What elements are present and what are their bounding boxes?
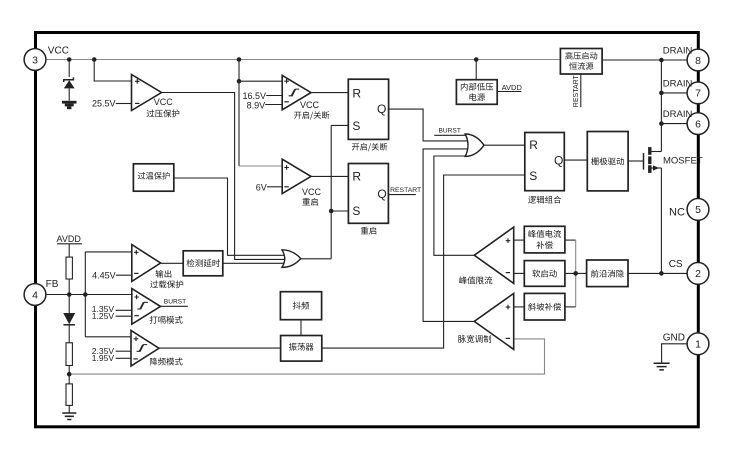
svg-text:S: S — [529, 169, 537, 183]
svg-text:6V: 6V — [256, 183, 267, 193]
svg-text:GND: GND — [663, 332, 685, 343]
svg-text:Q: Q — [554, 154, 563, 168]
svg-text:3: 3 — [32, 54, 38, 66]
svg-text:1.35V: 1.35V — [92, 304, 115, 314]
svg-text:6: 6 — [695, 118, 701, 130]
svg-text:4.45V: 4.45V — [92, 270, 116, 280]
svg-text:8.9V: 8.9V — [247, 100, 266, 110]
svg-text:5: 5 — [695, 204, 701, 216]
svg-text:1: 1 — [695, 339, 701, 351]
svg-text:MOSFET: MOSFET — [663, 156, 703, 167]
svg-text:7: 7 — [695, 88, 701, 100]
svg-text:RESTART: RESTART — [390, 187, 421, 194]
svg-text:BURST: BURST — [439, 128, 461, 135]
svg-text:S: S — [352, 119, 360, 133]
svg-text:AVDD: AVDD — [502, 83, 523, 92]
svg-text:CS: CS — [669, 259, 683, 270]
svg-text:R: R — [352, 170, 361, 184]
svg-text:RESTART: RESTART — [573, 74, 580, 107]
svg-text:2: 2 — [695, 268, 701, 280]
svg-text:16.5V: 16.5V — [242, 91, 266, 101]
svg-text:VCC: VCC — [154, 97, 174, 107]
svg-text:Q: Q — [377, 187, 386, 201]
svg-text:25.5V: 25.5V — [92, 99, 116, 109]
svg-text:FB: FB — [46, 279, 59, 290]
svg-text:VCC: VCC — [300, 100, 320, 110]
svg-text:Q: Q — [377, 102, 386, 116]
svg-text:VCC: VCC — [48, 46, 69, 57]
svg-text:VCC: VCC — [302, 187, 322, 197]
svg-text:R: R — [352, 86, 361, 100]
svg-text:NC: NC — [669, 206, 685, 218]
svg-text:DRAIN: DRAIN — [663, 79, 693, 90]
svg-text:8: 8 — [695, 55, 701, 67]
svg-text:4: 4 — [32, 289, 38, 301]
svg-text:2.35V: 2.35V — [92, 346, 115, 356]
svg-text:AVDD: AVDD — [57, 234, 82, 244]
svg-text:1.95V: 1.95V — [92, 353, 115, 363]
svg-text:BURST: BURST — [164, 298, 186, 305]
svg-text:1.25V: 1.25V — [92, 311, 115, 321]
svg-text:DRAIN: DRAIN — [663, 46, 693, 57]
svg-text:DRAIN: DRAIN — [663, 109, 693, 120]
svg-text:R: R — [529, 138, 538, 152]
svg-text:S: S — [352, 204, 360, 218]
